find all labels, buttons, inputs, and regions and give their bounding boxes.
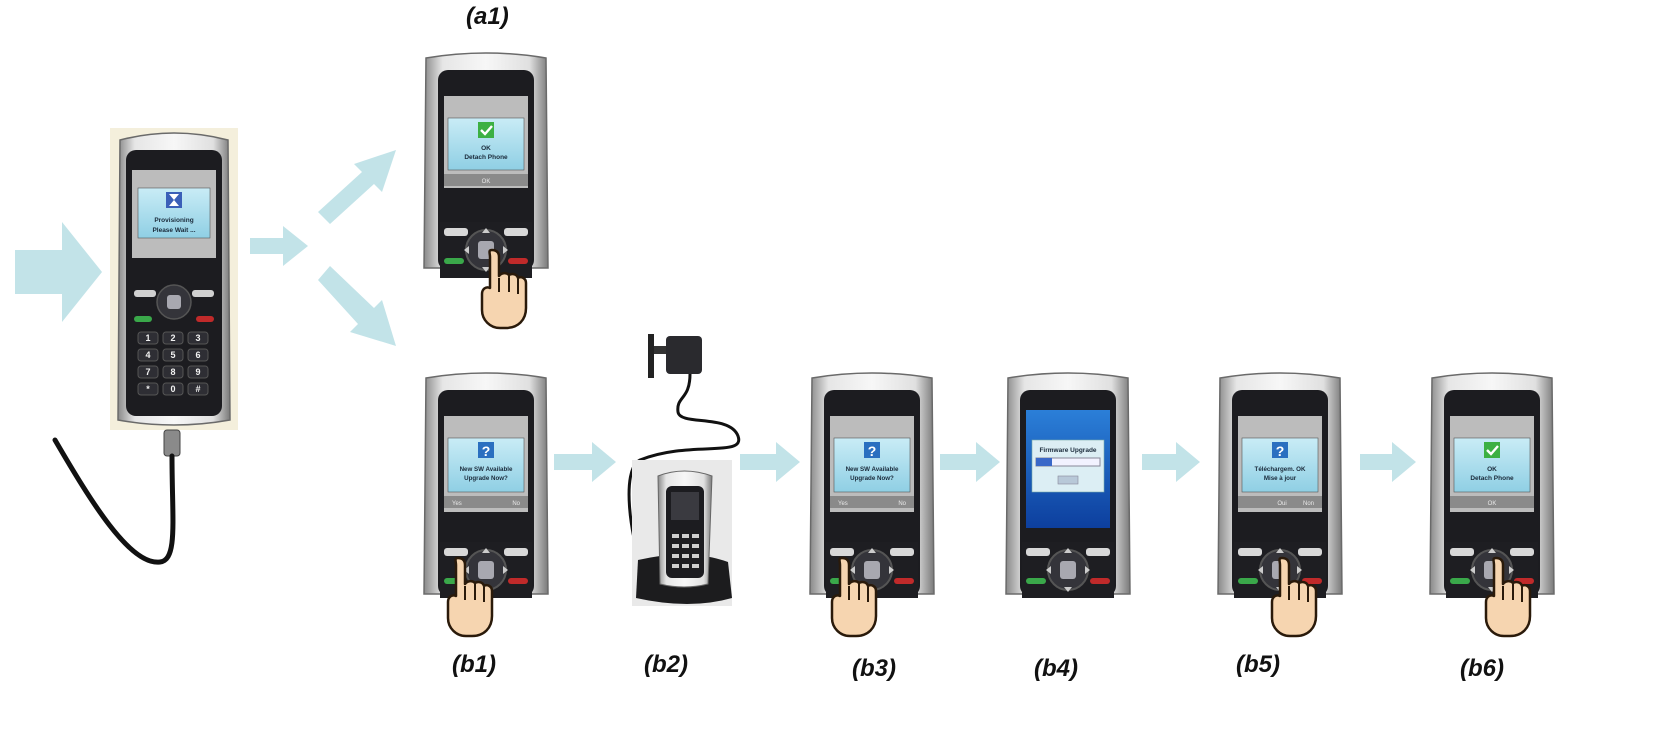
- b6-text-line1: OK: [1487, 466, 1497, 473]
- check-icon: [1484, 442, 1500, 458]
- upgrade-progress-fill: [1036, 458, 1052, 466]
- keypad-key-label: 4: [145, 350, 150, 360]
- label-b1: (b1): [452, 651, 496, 678]
- provisioning-phone: Provisioning Please Wait ... 1 2 3 4 5 6 7 8 9 * 0…: [52, 128, 238, 565]
- keypad-key: [137, 382, 159, 396]
- keypad-key-label: 7: [145, 367, 150, 377]
- arrow-b1-b2: [554, 442, 616, 482]
- keypad-key-label: 1: [145, 333, 150, 343]
- b5-text-line1: Téléchargem. OK: [1255, 466, 1306, 473]
- label-a1: (a1): [466, 3, 509, 30]
- a1-softkey-center: OK: [482, 179, 491, 185]
- provisioning-text-line2: Please Wait ...: [152, 227, 195, 234]
- keypad-key-label: 5: [170, 350, 175, 360]
- phone-a1: OK Detach Phone OK: [423, 52, 549, 330]
- entry-arrow: [15, 222, 102, 322]
- keypad-key-label: 8: [170, 367, 175, 377]
- keypad-key: [187, 331, 209, 345]
- svg-text:?: ?: [482, 443, 491, 459]
- label-b2: (b2): [644, 651, 688, 678]
- phone-b4: Firmware Upgrade: [1005, 372, 1131, 599]
- arrow-b5-b6: [1360, 442, 1416, 482]
- keypad-key: [137, 331, 159, 345]
- keypad-key-label: 9: [195, 367, 200, 377]
- hourglass-icon: [166, 192, 182, 208]
- phone-b1: ? New SW Available Upgrade Now? Yes No: [423, 372, 549, 638]
- flow-arrows: [15, 150, 1416, 482]
- arrow-b2-b3: [740, 442, 800, 482]
- phone-b6: OK Detach Phone OK: [1429, 372, 1555, 638]
- question-icon: ?: [864, 442, 880, 459]
- arrow-b4-b5: [1142, 442, 1200, 482]
- keypad-key: [162, 348, 184, 362]
- keypad-key-label: 2: [170, 333, 175, 343]
- keypad-key-label: #: [195, 384, 200, 394]
- keypad: 1 2 3 4 5 6 7 8 9 * 0 #: [137, 331, 209, 396]
- provisioning-text-line1: Provisioning: [154, 217, 193, 224]
- arrow-b3-b4: [940, 442, 1000, 482]
- keypad-key: [187, 348, 209, 362]
- question-icon: ?: [1272, 442, 1288, 459]
- keypad-key: [162, 331, 184, 345]
- b1-softkey-right: No: [512, 501, 520, 507]
- label-b4: (b4): [1034, 655, 1078, 682]
- b1-text-line1: New SW Available: [460, 466, 513, 473]
- keypad-key: [137, 365, 159, 379]
- b3-softkey-right: No: [898, 501, 906, 507]
- b6-softkey-center: OK: [1488, 501, 1497, 507]
- b1-softkey-left: Yes: [452, 501, 462, 507]
- keypad-key: [137, 348, 159, 362]
- b3-text-line2: Upgrade Now?: [850, 475, 894, 482]
- label-b5: (b5): [1236, 651, 1280, 678]
- svg-text:?: ?: [1276, 443, 1285, 459]
- label-b6: (b6): [1460, 655, 1504, 682]
- keypad-key-label: 3: [195, 333, 200, 343]
- arrow-up-to-a1: [318, 150, 396, 224]
- power-adapter: [627, 334, 741, 561]
- b5-softkey-center: Oui: [1277, 501, 1286, 507]
- phone-b3: ? New SW Available Upgrade Now? Yes No: [809, 372, 935, 638]
- b6-text-line2: Detach Phone: [1470, 475, 1514, 482]
- keypad-key-label: 6: [195, 350, 200, 360]
- a1-text-line2: Detach Phone: [464, 154, 508, 161]
- label-b3: (b3): [852, 655, 896, 682]
- phone-b5: ? Téléchargem. OK Mise à jour Oui Non: [1217, 372, 1343, 638]
- check-icon: [478, 122, 494, 138]
- arrow-down-to-b1: [318, 266, 396, 346]
- b1-text-line2: Upgrade Now?: [464, 475, 508, 482]
- keypad-key: [187, 382, 209, 396]
- keypad-key-label: *: [146, 384, 150, 394]
- b5-softkey-right: Non: [1303, 501, 1314, 507]
- arrow-to-split: [250, 226, 308, 266]
- charging-cradle: [627, 334, 741, 606]
- svg-text:?: ?: [868, 443, 877, 459]
- b4-title: Firmware Upgrade: [1039, 447, 1096, 454]
- keypad-key-label: 0: [170, 384, 175, 394]
- b3-text-line1: New SW Available: [846, 466, 899, 473]
- keypad-key: [187, 365, 209, 379]
- b5-text-line2: Mise à jour: [1264, 475, 1297, 482]
- usb-cable: [52, 437, 176, 565]
- keypad-key: [162, 365, 184, 379]
- keypad-key: [162, 382, 184, 396]
- a1-text-line1: OK: [481, 145, 491, 152]
- question-icon: ?: [478, 442, 494, 459]
- b3-softkey-left: Yes: [838, 501, 848, 507]
